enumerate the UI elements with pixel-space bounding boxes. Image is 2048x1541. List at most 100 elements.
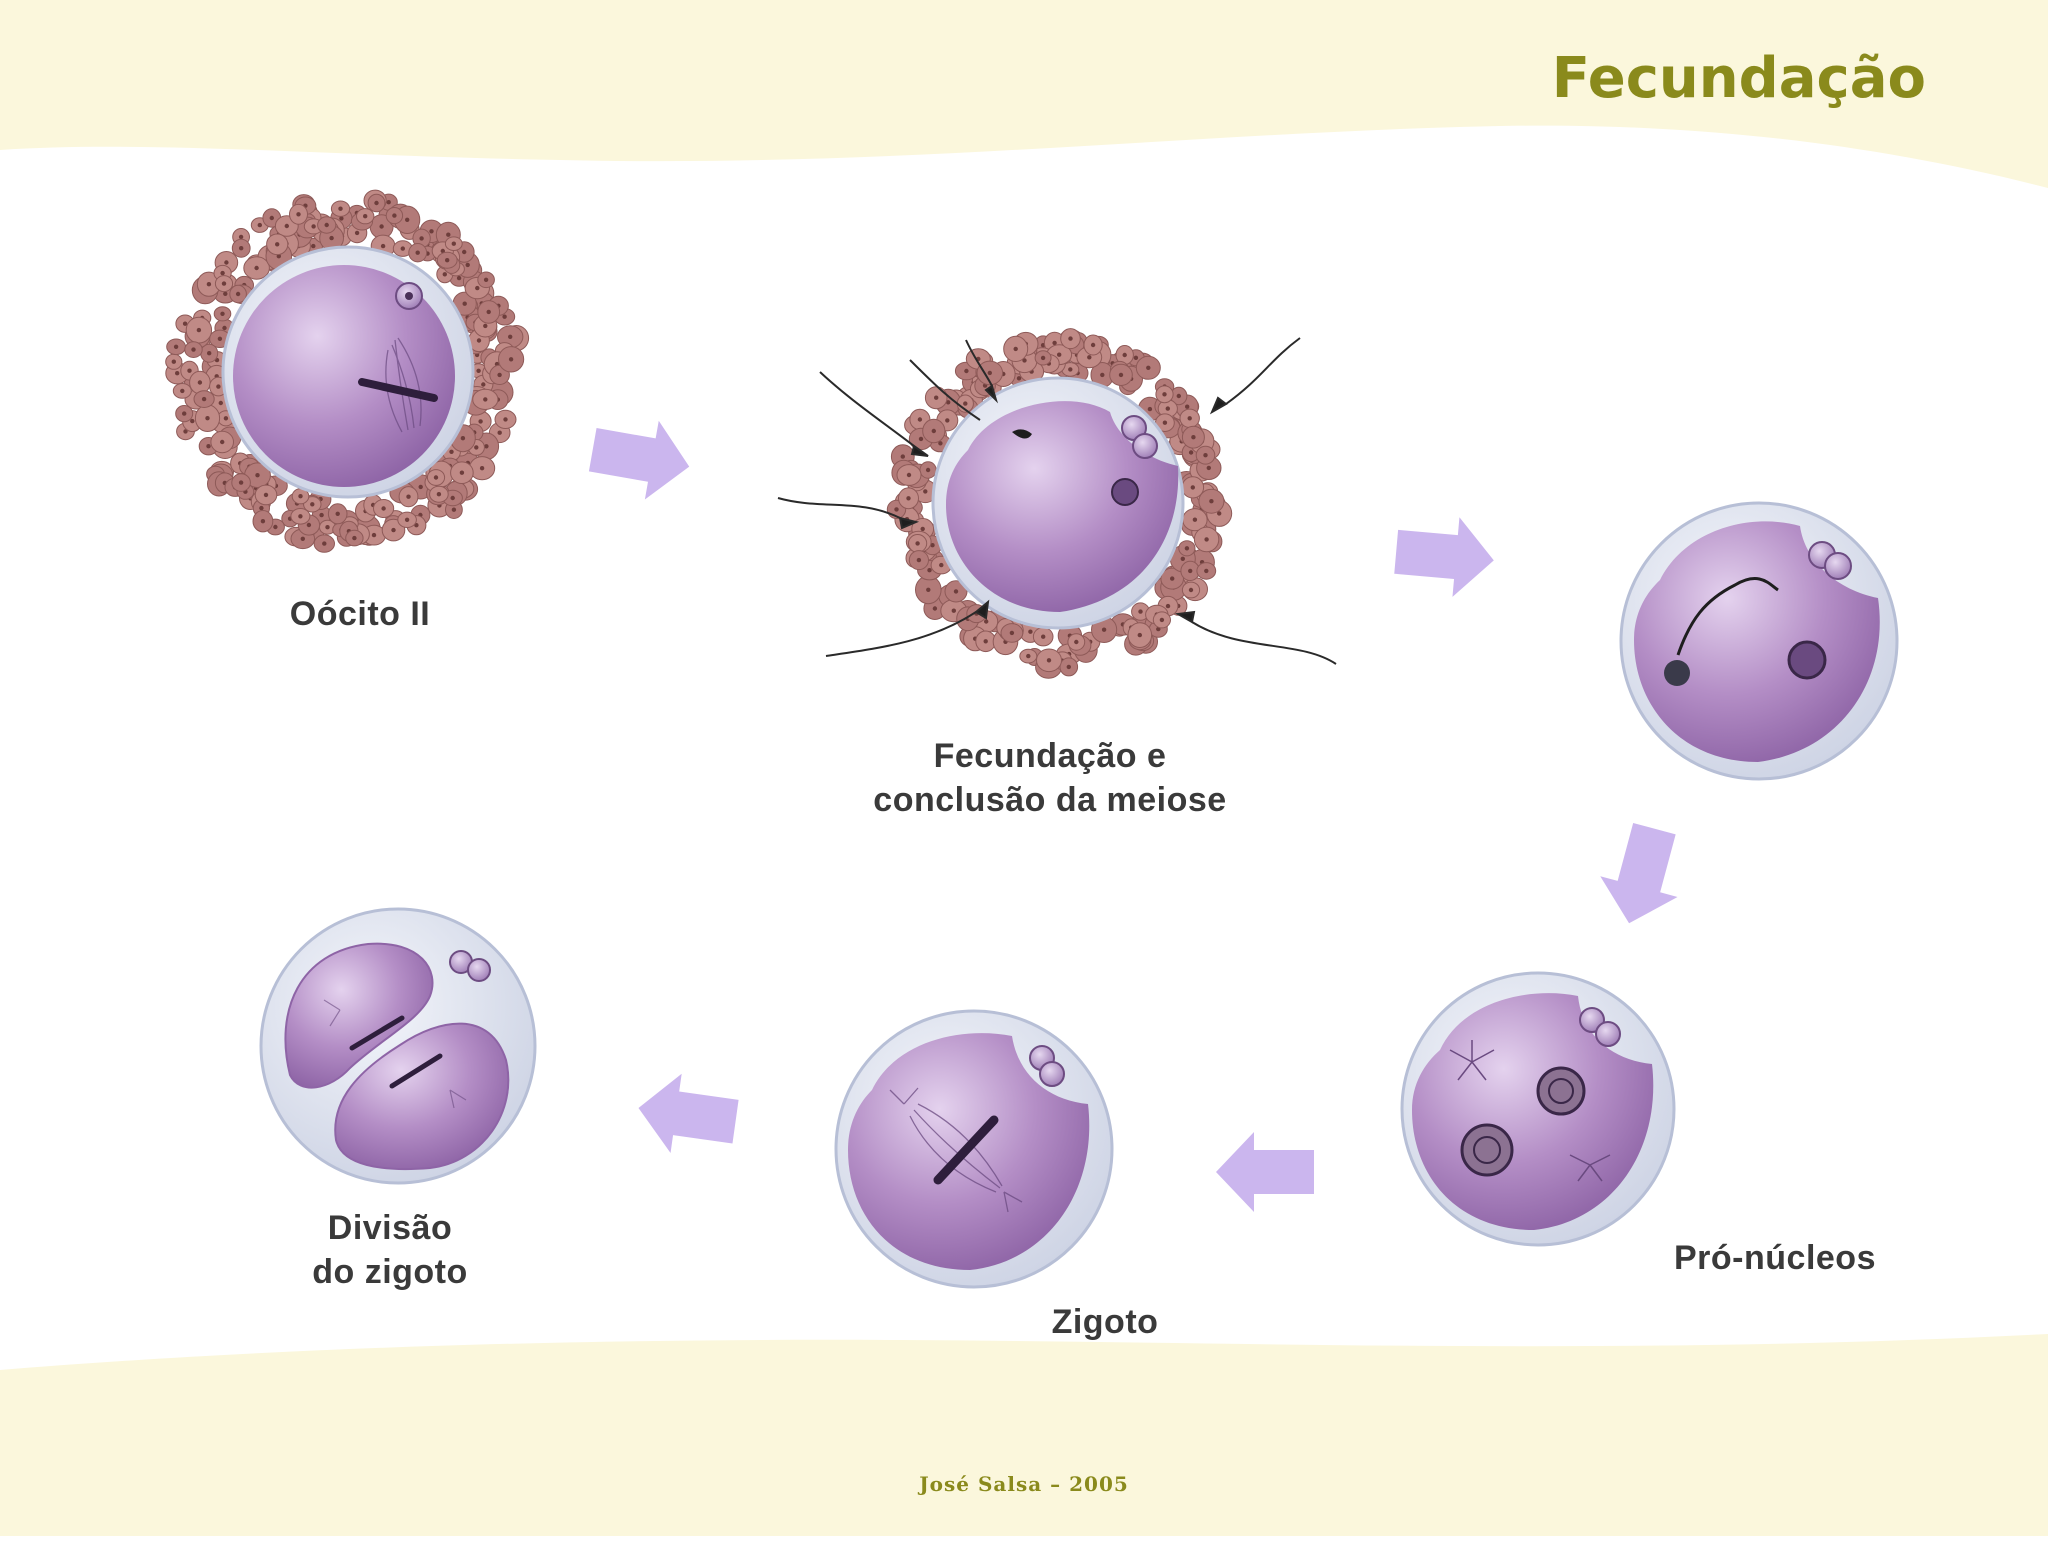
follicle-nucleus: [1057, 352, 1062, 357]
follicle-nucleus: [1165, 603, 1171, 609]
follicle-nucleus: [484, 444, 489, 449]
follicle-nucleus: [442, 272, 447, 277]
follicle-nucleus: [1165, 406, 1171, 411]
label-divisao: Divisão do zigoto: [250, 1206, 530, 1294]
follicle-nucleus: [456, 275, 462, 281]
follicle-nucleus: [1190, 485, 1196, 490]
slide-title: Fecundação: [1551, 46, 1926, 111]
follicle-nucleus: [276, 254, 281, 259]
follicle-nucleus: [201, 396, 207, 402]
follicle-nucleus: [925, 467, 931, 473]
follicle-nucleus: [222, 325, 227, 331]
follicle-nucleus: [963, 401, 968, 406]
follicle-nucleus: [476, 338, 482, 343]
follicle-nucleus: [298, 494, 303, 499]
follicle-nucleus: [497, 430, 502, 435]
follicle-nucleus: [1046, 658, 1052, 663]
follicle-nucleus: [216, 384, 221, 389]
follicle-nucleus: [449, 449, 454, 454]
follicle-nucleus: [894, 507, 899, 512]
follicle-nucleus: [923, 489, 928, 494]
label-pronucleos-line-1: Pró-núcleos: [1674, 1239, 1876, 1277]
follicle-nucleus: [306, 522, 312, 528]
follicle-nucleus: [273, 524, 278, 530]
follicle-nucleus: [932, 606, 938, 611]
follicle-nucleus: [311, 243, 316, 249]
follicle-nucleus: [934, 395, 939, 400]
top-band: [0, 0, 2048, 188]
follicle-nucleus: [476, 368, 481, 373]
follicle-nucleus: [1133, 355, 1139, 360]
blastomere-1: [284, 942, 434, 1089]
divisao-cell: [259, 907, 537, 1185]
follicle-nucleus: [1068, 367, 1073, 372]
follicle-nucleus: [1185, 404, 1190, 409]
follicle-nucleus: [1022, 358, 1027, 363]
follicle-nucleus: [238, 480, 244, 485]
follicle-nucleus: [1192, 517, 1198, 522]
label-pronucleos: Pró-núcleos: [1620, 1236, 1930, 1280]
follicle-nucleus: [1013, 346, 1018, 352]
follicle-nucleus: [1170, 576, 1175, 581]
follicle-nucleus: [339, 216, 344, 221]
flow-arrow-5: [638, 1073, 739, 1153]
follicle-nucleus: [987, 370, 992, 376]
follicle-nucleus: [374, 200, 379, 206]
follicle-nucleus: [386, 200, 391, 205]
follicle-nucleus: [206, 282, 212, 287]
follicle-nucleus: [462, 301, 467, 306]
follicle-nucleus: [953, 589, 959, 594]
follicle-nucleus: [938, 441, 943, 446]
polar-body-5b: [1039, 1061, 1065, 1087]
follicle-nucleus: [1188, 568, 1193, 574]
follicle-nucleus: [1162, 420, 1168, 425]
follicle-nucleus: [217, 336, 223, 341]
follicle-nucleus: [1217, 511, 1222, 516]
follicle-nucleus: [324, 222, 329, 228]
follicle-nucleus: [254, 265, 259, 271]
follicle-nucleus: [479, 466, 485, 471]
follicle-nucleus: [1068, 336, 1073, 341]
chromosomes-5: [933, 1115, 999, 1185]
follicle-nucleus: [319, 512, 324, 518]
pronucleos-cell: [1400, 971, 1676, 1247]
follicle-nucleus: [1204, 568, 1209, 574]
flow-arrow-4: [1216, 1132, 1314, 1212]
follicle-nucleus: [391, 527, 396, 533]
follicle-nucleus: [465, 262, 470, 268]
follicle-nucleus: [1159, 617, 1165, 623]
polar-body-4b: [1595, 1021, 1621, 1047]
follicle-nucleus: [483, 397, 488, 402]
follicle-nucleus: [930, 543, 935, 548]
polar-body-6b: [467, 958, 491, 982]
follicle-nucleus: [1188, 450, 1194, 455]
blastomere-2: [334, 1022, 510, 1171]
follicle-nucleus: [182, 411, 187, 416]
follicle-nucleus: [392, 213, 397, 218]
flow-arrow-3: [1600, 822, 1678, 924]
follicle-nucleus: [1146, 365, 1151, 370]
fecundacao-cell: [777, 328, 1337, 679]
follicle-nucleus: [916, 557, 922, 563]
follicle-nucleus: [300, 536, 305, 541]
follicle-nucleus: [259, 505, 264, 511]
follicle-nucleus: [508, 334, 513, 339]
sperm-head-entering: [1012, 429, 1032, 439]
follicle-nucleus: [926, 587, 931, 592]
follicle-nucleus: [446, 232, 451, 237]
follicle-nucleus: [1052, 340, 1057, 346]
follicle-nucleus: [238, 234, 244, 240]
follicle-nucleus: [175, 371, 180, 376]
follicle-nucleus: [1026, 653, 1031, 659]
oocito-cell: [165, 189, 530, 553]
follicle-nucleus: [255, 473, 260, 478]
follicle-nucleus: [460, 436, 466, 441]
follicle-nucleus: [296, 212, 301, 217]
follicle-nucleus: [191, 347, 196, 352]
follicle-nucleus: [474, 445, 479, 450]
bottom-band: [0, 1334, 2048, 1536]
chromosomes-6: [349, 1015, 443, 1089]
follicle-nucleus: [196, 327, 202, 333]
follicle-nucleus: [451, 241, 456, 246]
